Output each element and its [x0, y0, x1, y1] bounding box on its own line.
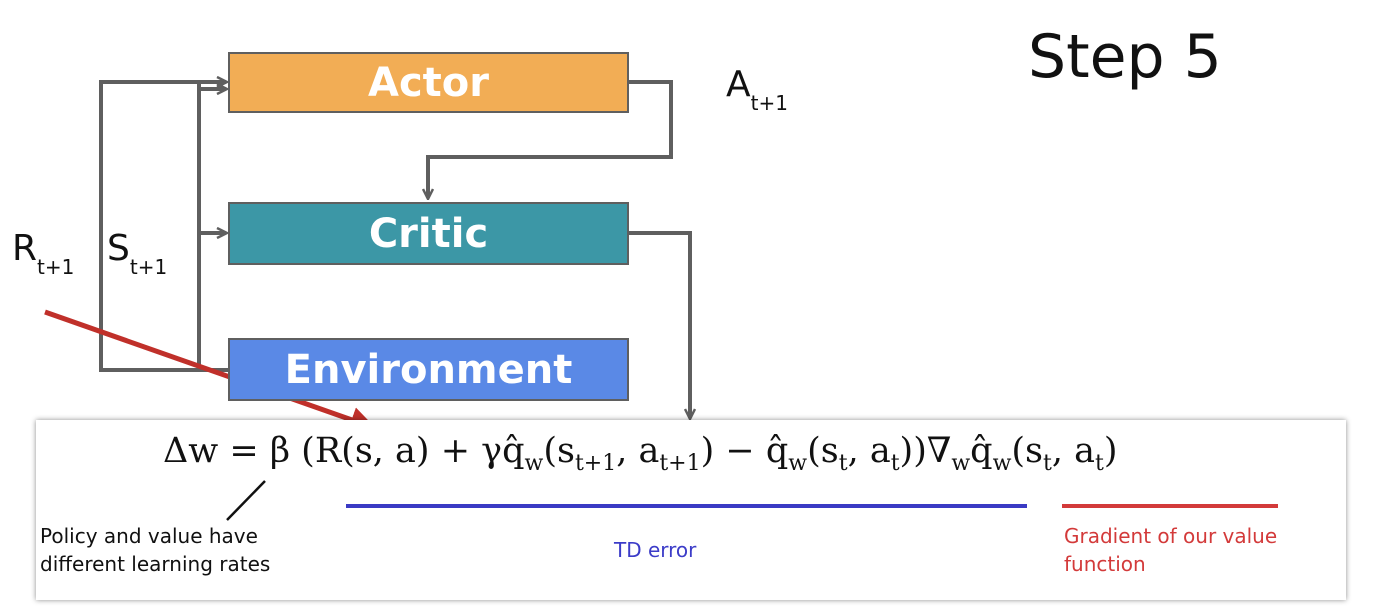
reward-subscript: t+1	[37, 255, 75, 279]
equation-fragment: ))	[899, 431, 927, 471]
actor-to-critic-arrow	[428, 80, 673, 198]
learning-rate-symbol: β	[269, 431, 291, 471]
equation-fragment: , a	[1051, 431, 1095, 471]
equation-fragment: , a	[616, 431, 660, 471]
gradient-note: Gradient of our value function	[1064, 523, 1277, 578]
equation-fragment: (s	[807, 431, 839, 471]
equation-subscript: t	[890, 451, 900, 476]
learning-rate-note-line2: different learning rates	[40, 551, 271, 576]
equation-subscript: w	[992, 451, 1012, 476]
step-title: Step 5	[1028, 22, 1222, 92]
actor-label: Actor	[368, 59, 489, 106]
state-label: St+1	[107, 228, 167, 279]
equation-subscript: t	[1043, 451, 1052, 476]
learning-rate-note-line1: Policy and value have	[40, 524, 258, 548]
equation-subscript: w	[524, 451, 544, 476]
equation-fragment: )	[1103, 431, 1118, 471]
td-error-note: TD error	[614, 538, 697, 562]
equation-fragment: (s	[1011, 431, 1044, 471]
equation-lhs: Δw =	[163, 431, 270, 471]
learning-rate-note: Policy and value have different learning…	[40, 523, 270, 578]
equation-fragment: (R(s, a) + γq̂	[290, 431, 525, 471]
action-subscript: t+1	[750, 91, 788, 115]
reward-arrow	[44, 309, 377, 433]
equation-subscript: t	[838, 451, 848, 476]
equation-fragment: q̂	[970, 431, 993, 471]
gradient-note-line1: Gradient of our value	[1064, 524, 1278, 548]
nabla-symbol: ∇	[926, 431, 952, 471]
equation-fragment: (s	[543, 431, 575, 471]
state-feedback-inner-line	[197, 82, 228, 372]
equation-fragment: ) − q̂	[700, 431, 789, 471]
environment-label: Environment	[284, 346, 573, 393]
equation-panel	[36, 420, 1346, 600]
state-feedback-outer-arrow	[99, 82, 228, 372]
equation-subscript: t+1	[574, 451, 617, 476]
state-subscript: t+1	[129, 255, 168, 279]
critic-box: Critic	[228, 202, 629, 265]
state-symbol: S	[107, 228, 130, 269]
equation-subscript: t	[1095, 451, 1104, 476]
actor-box: Actor	[228, 52, 629, 113]
gradient-note-line2: function	[1064, 551, 1146, 576]
learning-rate-pointer-line	[226, 480, 266, 521]
environment-box: Environment	[228, 338, 629, 401]
equation-subscript: w	[788, 451, 808, 476]
reward-label: Rt+1	[12, 228, 74, 279]
reward-symbol: R	[12, 228, 38, 269]
action-symbol: A	[726, 64, 751, 105]
equation-subscript: w	[951, 451, 971, 476]
critic-label: Critic	[368, 210, 489, 257]
equation-subscript: t+1	[659, 451, 701, 476]
critic-to-equation-arrow	[629, 231, 690, 418]
action-label: At+1	[726, 64, 788, 115]
critic-update-equation: Δw = β (R(s, a) + γq̂w(st+1, at+1) − q̂w…	[163, 429, 1118, 479]
equation-fragment: , a	[847, 431, 891, 471]
